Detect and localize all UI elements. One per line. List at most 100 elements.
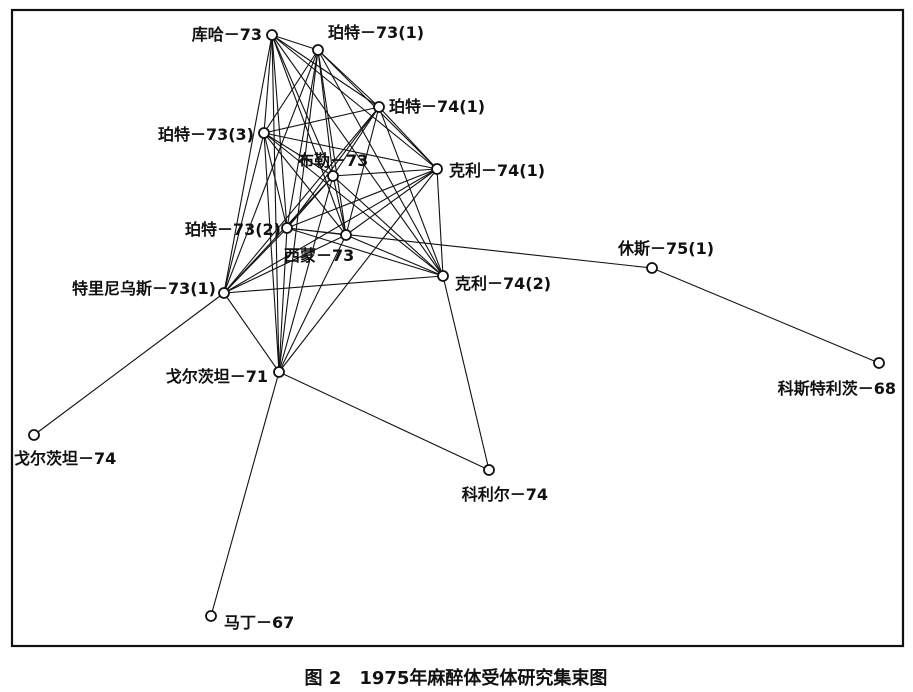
- edge-bule73-ximeng73: [332, 175, 347, 236]
- edge-ximeng73-goertan71: [278, 234, 347, 373]
- edge-pote73_1-telinis73_1: [223, 49, 319, 294]
- edge-keli74_1-ximeng73: [345, 168, 438, 236]
- node-marker: [312, 44, 324, 56]
- node-marker: [266, 29, 278, 41]
- edge-pote74_1-bule73: [332, 106, 380, 177]
- node-marker: [218, 287, 230, 299]
- edge-ximeng73-telinis73_1: [223, 234, 347, 294]
- node-label: 布勒－73: [298, 151, 368, 170]
- node-keli74_2: 克利－74(2): [437, 270, 551, 293]
- node-marker: [873, 357, 885, 369]
- edge-kuha73-pote73_3: [263, 34, 273, 134]
- node-goertan74: 戈尔茨坦－74: [14, 429, 116, 468]
- edges-layer: [33, 34, 880, 617]
- node-goertan71: 戈尔茨坦－71: [166, 366, 285, 386]
- node-label: 克利－74(1): [449, 161, 545, 180]
- node-label: 库哈－73: [192, 25, 262, 44]
- node-keste68: 科斯特利茨－68: [778, 357, 896, 398]
- edge-kuha73-bule73: [271, 34, 334, 177]
- edge-pote73_3-ximeng73: [263, 132, 347, 236]
- edge-keli74_2-kelier74: [442, 275, 490, 471]
- edge-telinis73_1-keli74_2: [223, 275, 444, 294]
- edge-xiusi75_1-keste68: [651, 267, 880, 364]
- node-label: 西蒙－73: [284, 246, 354, 265]
- node-xiusi75_1: 休斯－75(1): [617, 239, 714, 274]
- figure-frame: [10, 8, 905, 648]
- node-label: 戈尔茨坦－74: [14, 449, 116, 468]
- edge-telinis73_1-goertan71: [223, 292, 280, 373]
- node-marker: [431, 163, 443, 175]
- node-label: 休斯－75(1): [617, 239, 714, 258]
- edge-pote73_1-pote73_3: [263, 49, 319, 134]
- node-label: 马丁－67: [224, 613, 294, 632]
- edge-telinis73_1-goertan74: [33, 292, 225, 436]
- edge-pote73_3-keli74_2: [263, 132, 444, 277]
- nodes-layer: 库哈－73 珀特－73(1) 珀特－74(1) 珀特－73(3) 布勒－73 克利－74(…: [14, 23, 896, 632]
- edge-pote73_1-goertan71: [278, 49, 319, 373]
- edge-pote73_1-pote73_2: [286, 49, 319, 229]
- edge-goertan71-mading67: [210, 371, 280, 617]
- edge-pote74_1-telinis73_1: [223, 106, 380, 294]
- node-label: 克利－74(2): [455, 274, 551, 293]
- edge-goertan71-kelier74: [278, 371, 490, 471]
- edge-kuha73-keli74_2: [271, 34, 444, 277]
- node-marker: [483, 464, 495, 476]
- node-marker: [340, 229, 352, 241]
- node-pote73_3: 珀特－73(3): [158, 125, 270, 144]
- node-label: 特里尼乌斯－73(1): [72, 279, 216, 298]
- edge-kuha73-ximeng73: [271, 34, 347, 236]
- node-ximeng73: 西蒙－73: [284, 229, 354, 265]
- node-marker: [258, 127, 270, 139]
- edge-bule73-goertan71: [278, 175, 334, 373]
- edge-bule73-keli74_2: [332, 175, 444, 277]
- node-marker: [28, 429, 40, 441]
- node-mading67: 马丁－67: [205, 610, 294, 632]
- edge-kuha73-pote73_2: [271, 34, 288, 229]
- edge-pote74_1-keli74_2: [378, 106, 444, 277]
- node-telinis73_1: 特里尼乌斯－73(1): [72, 279, 230, 299]
- edge-pote73_2-goertan71: [278, 227, 288, 373]
- edge-keli74_1-goertan71: [278, 168, 438, 373]
- node-bule73: 布勒－73: [298, 151, 368, 182]
- edge-pote74_1-ximeng73: [345, 106, 380, 236]
- node-label: 科利尔－74: [462, 485, 548, 504]
- edge-kuha73-goertan71: [271, 34, 280, 373]
- edge-kuha73-telinis73_1: [223, 34, 273, 294]
- node-pote73_1: 珀特－73(1): [312, 23, 424, 56]
- edge-pote73_3-pote73_2: [263, 132, 288, 229]
- node-label: 珀特－73(1): [328, 23, 424, 42]
- node-kuha73: 库哈－73: [192, 25, 278, 44]
- node-kelier74: 科利尔－74: [462, 464, 548, 504]
- edge-pote73_2-telinis73_1: [223, 227, 288, 294]
- edge-pote73_2-keli74_2: [286, 227, 444, 277]
- node-label: 珀特－73(3): [158, 125, 254, 144]
- edge-ximeng73-keli74_2: [345, 234, 444, 277]
- node-label: 珀特－74(1): [389, 97, 485, 116]
- edge-kuha73-pote73_1: [271, 34, 319, 51]
- edge-pote73_3-bule73: [263, 132, 334, 177]
- edge-pote73_3-telinis73_1: [223, 132, 265, 294]
- edge-keli74_1-pote73_2: [286, 168, 438, 229]
- edge-pote73_1-keli74_2: [317, 49, 444, 277]
- edge-pote73_3-keli74_1: [263, 132, 438, 170]
- edge-keli74_1-telinis73_1: [223, 168, 438, 294]
- edge-pote74_1-keli74_1: [378, 106, 438, 170]
- node-marker: [373, 101, 385, 113]
- edge-pote73_3-goertan71: [263, 132, 280, 373]
- node-marker: [646, 262, 658, 274]
- node-pote73_2: 珀特－73(2): [185, 220, 293, 239]
- node-keli74_1: 克利－74(1): [431, 161, 545, 180]
- node-pote74_1: 珀特－74(1): [373, 97, 485, 116]
- edge-bule73-keli74_1: [332, 168, 438, 177]
- edge-pote74_1-pote73_2: [286, 106, 380, 229]
- node-label: 戈尔茨坦－71: [166, 367, 268, 386]
- edge-pote73_1-ximeng73: [317, 49, 347, 236]
- node-marker: [437, 270, 449, 282]
- edge-pote73_1-bule73: [317, 49, 334, 177]
- node-marker: [273, 366, 285, 378]
- edge-pote74_1-pote73_3: [263, 106, 380, 134]
- node-marker: [281, 222, 293, 234]
- node-marker: [327, 170, 339, 182]
- node-marker: [205, 610, 217, 622]
